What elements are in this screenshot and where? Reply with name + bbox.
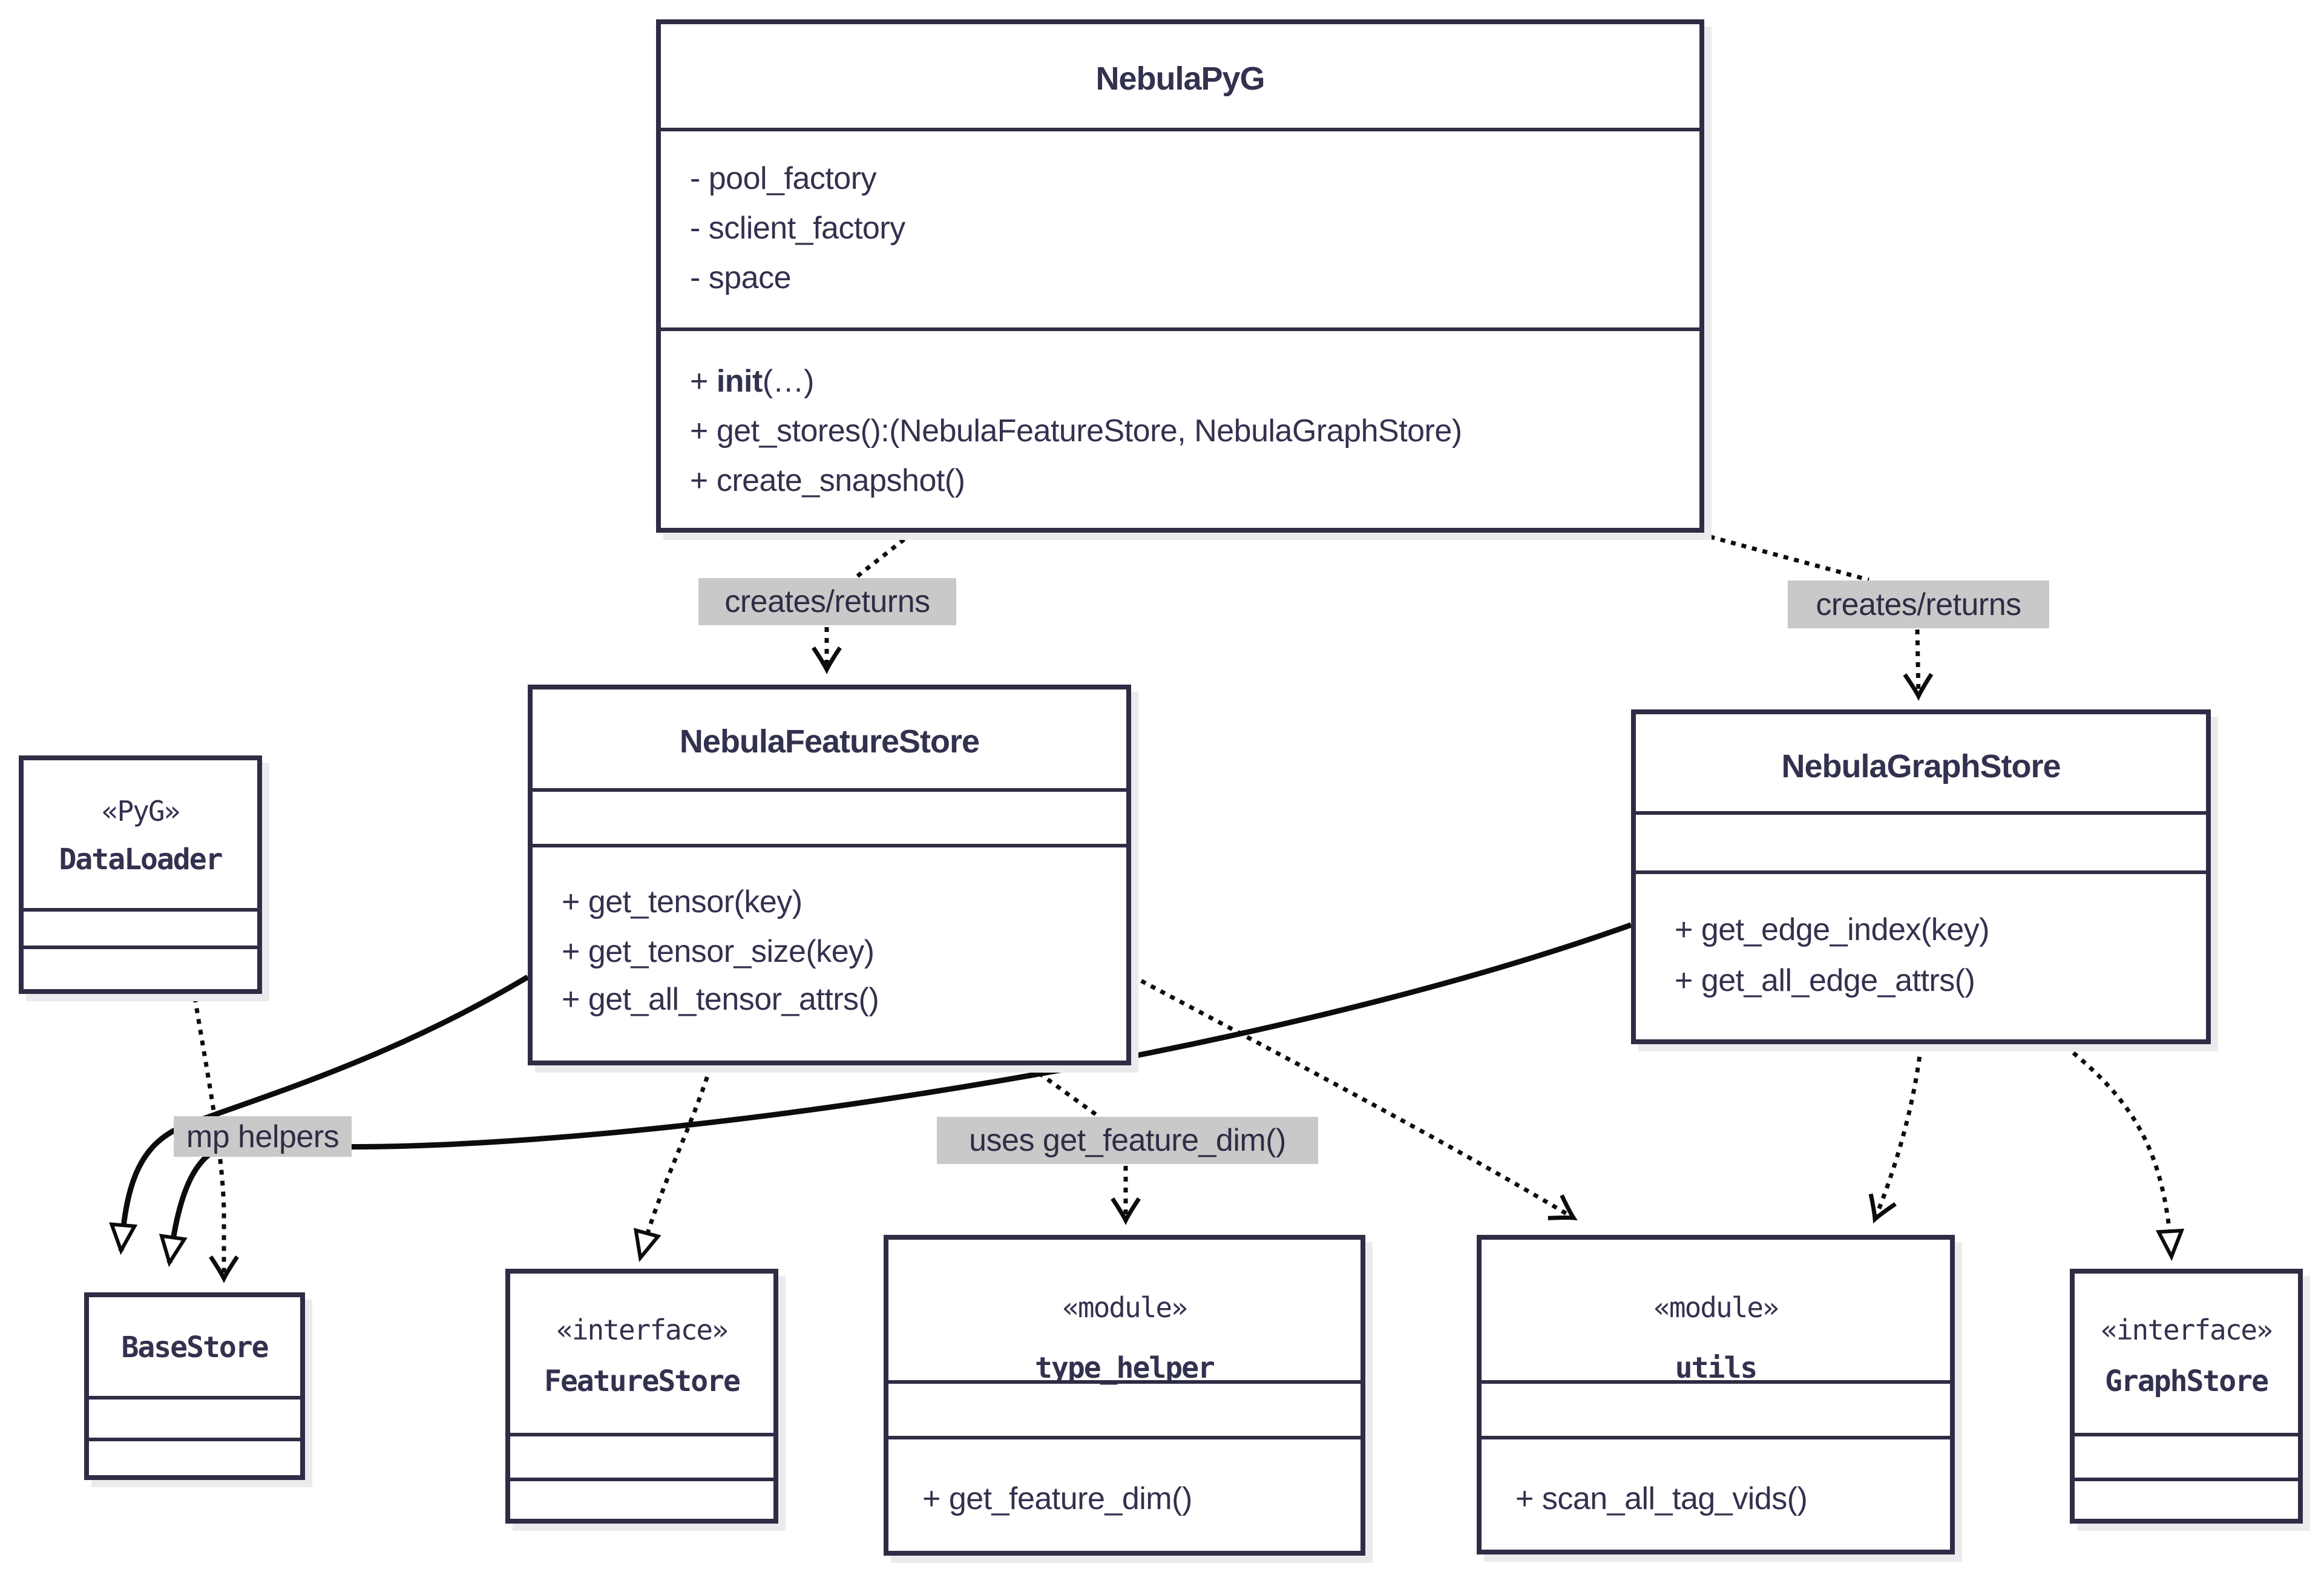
class-box-dataloader: «PyG» DataLoader xyxy=(19,755,262,994)
edge-nebulagraphstore-to-utils xyxy=(1868,1045,1923,1224)
compartment-divider xyxy=(1636,870,2206,874)
method-row: + get_tensor(key) xyxy=(562,884,803,919)
edge-nebulafeaturestore-to-featurestore xyxy=(633,1065,713,1263)
class-box-graphstore: «interface» GraphStore xyxy=(2070,1269,2303,1524)
method-row: + get_all_tensor_attrs() xyxy=(562,982,879,1017)
class-box-typehelper: «module» type_helper + get_feature_dim() xyxy=(884,1235,1365,1556)
compartment-divider xyxy=(510,1433,773,1436)
method-suffix: (…) xyxy=(762,364,815,399)
class-title: DataLoader xyxy=(59,843,223,877)
class-title: NebulaFeatureStore xyxy=(679,723,980,760)
class-title: NebulaGraphStore xyxy=(1781,748,2061,784)
compartment-divider xyxy=(24,946,257,949)
class-box-utils: «module» utils + scan_all_tag_vids() xyxy=(1477,1235,1955,1554)
stereotype-label: «interface» xyxy=(2101,1314,2273,1346)
compartment-divider xyxy=(89,1438,300,1441)
edge-label-creates-returns-right: creates/returns xyxy=(1788,581,2049,628)
compartment-divider xyxy=(1482,1380,1950,1384)
class-box-featurestore: «interface» FeatureStore xyxy=(505,1269,778,1524)
class-box-nebulagraphstore: NebulaGraphStore + get_edge_index(key) +… xyxy=(1631,709,2211,1044)
compartment-divider xyxy=(661,128,1699,131)
compartment-divider xyxy=(1482,1436,1950,1439)
method-row: + create_snapshot() xyxy=(690,463,965,498)
edge-label-uses-get-feature-dim: uses get_feature_dim() xyxy=(937,1117,1318,1164)
compartment-divider xyxy=(89,1396,300,1400)
class-title: GraphStore xyxy=(2105,1364,2269,1398)
stereotype-label: «interface» xyxy=(556,1314,729,1346)
method-row: + get_tensor_size(key) xyxy=(562,934,875,969)
compartment-divider xyxy=(888,1436,1361,1439)
method-bold-name: init xyxy=(716,364,763,399)
method-row: + get_feature_dim() xyxy=(922,1481,1192,1516)
class-title: BaseStore xyxy=(121,1331,269,1364)
class-box-basestore: BaseStore xyxy=(84,1292,305,1480)
method-row: + scan_all_tag_vids() xyxy=(1515,1481,1808,1516)
edge-nebulagraphstore-to-graphstore xyxy=(2063,1044,2185,1261)
compartment-divider xyxy=(533,788,1126,792)
class-box-nebulapyg: NebulaPyG - pool_factory - sclient_facto… xyxy=(656,19,1704,533)
method-row: + init(…) xyxy=(690,363,814,400)
compartment-divider xyxy=(888,1380,1361,1384)
compartment-divider xyxy=(661,327,1699,331)
compartment-divider xyxy=(24,908,257,912)
method-row: + get_all_edge_attrs() xyxy=(1675,963,1975,998)
edge-label-creates-returns-left: creates/returns xyxy=(698,578,956,625)
method-row: + get_stores():(NebulaFeatureStore, Nebu… xyxy=(690,413,1462,449)
compartment-divider xyxy=(510,1478,773,1481)
attribute-row: - space xyxy=(690,260,792,295)
edge-nebulafeaturestore-to-typehelper-upper xyxy=(1028,1065,1098,1117)
edge-nebulapyg-to-nebulagraphstore-upper xyxy=(1699,531,1869,582)
method-row: + get_edge_index(key) xyxy=(1675,912,1990,947)
edge-nebulapyg-to-nebulagraphstore-lower xyxy=(1903,629,1934,701)
edge-nebulafeaturestore-to-basestore xyxy=(109,975,530,1255)
edge-nebulafeaturestore-to-utils xyxy=(1131,973,1578,1221)
method-prefix: + xyxy=(690,364,717,399)
edge-label-mp-helpers: mp helpers xyxy=(174,1116,352,1157)
compartment-divider xyxy=(1636,811,2206,815)
class-title: utils xyxy=(1675,1351,1758,1385)
class-title: FeatureStore xyxy=(544,1364,741,1398)
attribute-row: - pool_factory xyxy=(690,161,877,196)
class-box-nebulafeaturestore: NebulaFeatureStore + get_tensor(key) + g… xyxy=(528,685,1131,1065)
compartment-divider xyxy=(2075,1433,2298,1436)
edge-nebulapyg-to-nebulafeaturestore-upper xyxy=(854,531,914,579)
stereotype-label: «module» xyxy=(1062,1291,1188,1324)
stereotype-label: «module» xyxy=(1653,1291,1779,1324)
attribute-row: - sclient_factory xyxy=(690,211,905,246)
compartment-divider xyxy=(2075,1478,2298,1481)
compartment-divider xyxy=(533,844,1126,847)
stereotype-label: «PyG» xyxy=(101,795,180,827)
class-title: type_helper xyxy=(1035,1351,1215,1385)
class-title: NebulaPyG xyxy=(1095,61,1265,97)
